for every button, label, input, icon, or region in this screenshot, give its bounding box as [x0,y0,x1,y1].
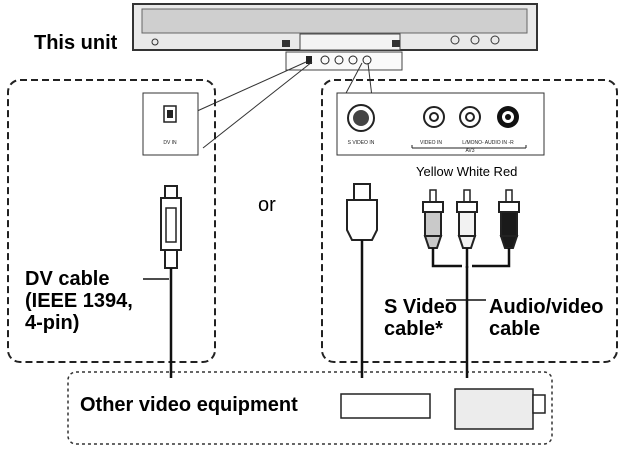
av-cable-wires [431,248,511,378]
dv-cable-label: DV cable (IEEE 1394, 4-pin) [25,268,133,334]
dv-in-label: DV IN [163,140,177,146]
dv-group-box [7,79,216,363]
red-plug [498,189,520,249]
s-video-cable-label: S Video cable* [384,296,457,340]
video-in-label: VIDEO IN [420,140,442,146]
av3-label: AV3 [465,148,474,154]
dv-port-panel: DV IN [142,92,199,156]
yellow-plug [422,189,444,249]
av-cable-label: Audio/video cable [489,296,604,340]
or-label: or [258,194,276,216]
video-device-camera [454,388,546,430]
s-video-in-label: S VIDEO IN [348,140,375,146]
av-group-box [321,79,618,363]
dv-cable [143,185,182,378]
av-port-panel: S VIDEO IN VIDEO IN L/MONO- AUDIO IN -R … [336,92,545,156]
video-device-flat [340,393,431,419]
equipment-box [67,371,553,445]
recorder-unit [132,3,538,51]
other-equipment-label: Other video equipment [80,394,298,416]
front-panel-jacks [285,51,403,71]
s-video-cable [346,183,378,378]
white-plug [456,189,478,249]
this-unit-label: This unit [34,32,118,54]
audio-in-label: L/MONO- AUDIO IN -R [462,140,514,146]
plug-color-label: Yellow White Red [416,164,518,179]
